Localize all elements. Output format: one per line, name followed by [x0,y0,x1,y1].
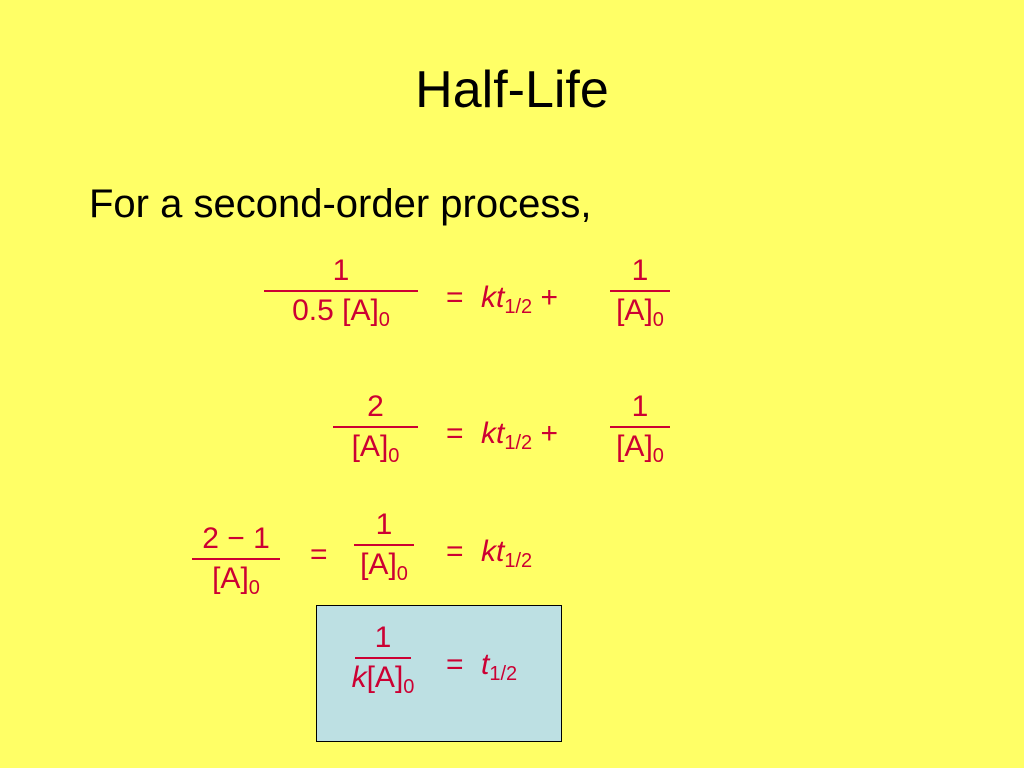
rate-term: kt1/2 [481,535,533,572]
numerator: 1 [374,621,392,654]
fraction-rhs: 1 [A]0 [610,254,670,331]
denominator: [A]0 [212,562,260,599]
numerator: 1 [631,390,649,423]
fraction-bar [264,290,418,292]
denominator: k[A]0 [351,661,415,698]
slide-title: Half-Life [415,61,609,119]
fraction-rhs: 1 [A]0 [610,390,670,467]
fraction-bar [354,544,414,546]
denominator: [A]0 [616,430,664,467]
equals-sign: = [446,281,464,314]
fraction-lhs: 1 0.5 [A]0 [264,254,418,331]
fraction-result: 1 k[A]0 [342,621,424,698]
numerator: 2 [367,390,384,423]
fraction-lhs: 2 − 1 [A]0 [192,522,280,599]
equals-sign: = [446,417,464,450]
half-life-term: t1/2 [481,648,518,685]
result-highlight-box [316,605,562,742]
fraction-bar [192,558,280,560]
fraction-middle: 1 [A]0 [354,508,414,585]
rate-term: kt1/2 + [481,417,559,454]
numerator: 1 [375,508,393,541]
denominator: 0.5 [A]0 [292,294,390,331]
numerator: 1 [631,254,649,287]
denominator: [A]0 [351,430,400,467]
numerator: 2 − 1 [202,522,270,555]
fraction-bar [333,426,418,428]
fraction-bar [610,290,670,292]
equals-sign: = [446,535,464,568]
denominator: [A]0 [616,294,664,331]
fraction-bar [610,426,670,428]
denominator: [A]0 [360,548,408,585]
equals-sign: = [446,648,464,681]
intro-text: For a second-order process, [89,182,592,226]
equals-sign: = [310,538,328,571]
rate-term: kt1/2 + [481,281,559,318]
fraction-lhs: 2 [A]0 [333,390,418,467]
fraction-bar [355,657,411,659]
numerator: 1 [332,254,350,287]
